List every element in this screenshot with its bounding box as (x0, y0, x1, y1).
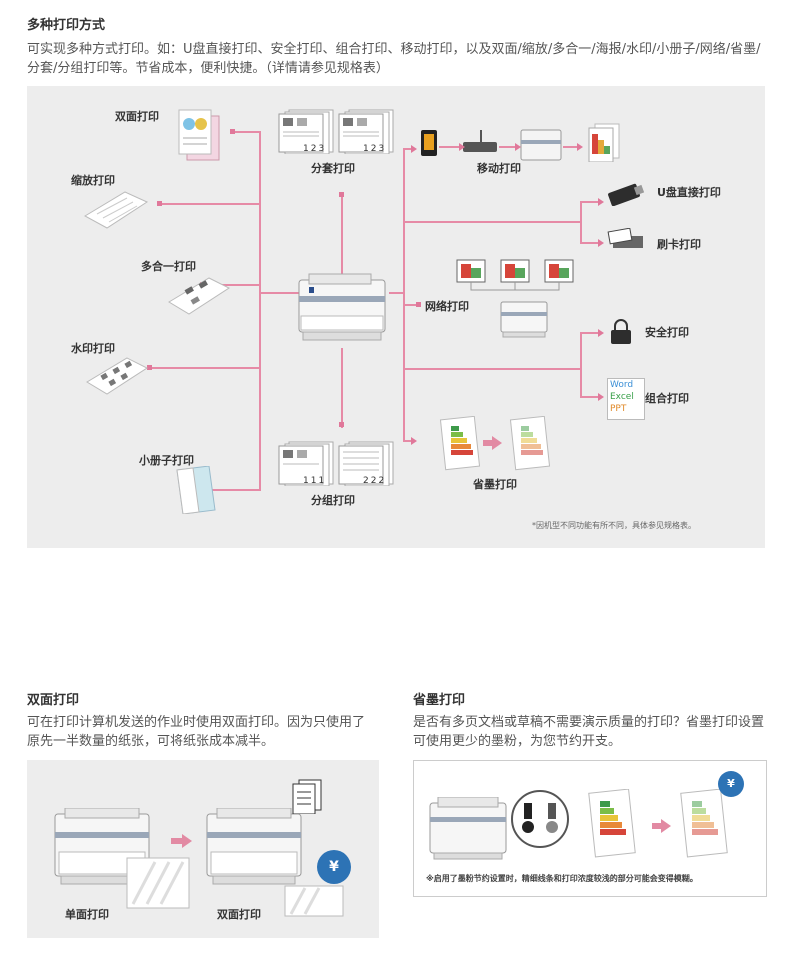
toner-cartridge-zoom-icon (510, 789, 570, 849)
label-mobile: 移动打印 (477, 160, 521, 176)
duplex-printer-icon (205, 808, 305, 888)
booklet-icon (175, 466, 217, 514)
toner-after-chart-icon (680, 789, 728, 859)
label-zoom: 缩放打印 (71, 172, 115, 188)
multi-doc-icon (165, 274, 233, 318)
group-page-numbers-b: 222 (363, 476, 386, 486)
mobile-output-docs-icon (587, 122, 621, 162)
print-modes-diagram: 双面打印 缩放打印 多合一打印 水印打印 小册子打印 (27, 86, 765, 548)
section-desc-duplex: 可在打印计算机发送的作业时使用双面打印。因为只使用了原先一半数量的纸张，可将纸张… (27, 713, 377, 751)
toner-before-doc-icon (437, 416, 481, 472)
label-toner: 省墨打印 (473, 476, 517, 492)
combo-apps-box: Word Excel PPT (607, 378, 645, 420)
toner-before-chart-icon (588, 789, 636, 859)
section-title-toner: 省墨打印 (413, 689, 465, 708)
label-multi: 多合一打印 (141, 258, 196, 274)
duplex-illustration: ¥ 单面打印 双面打印 (27, 760, 379, 938)
group-page-numbers-a: 111 (303, 476, 326, 486)
usb-drive-icon (607, 180, 647, 206)
central-printer-icon (295, 272, 391, 344)
toner-savings-badge-icon: ¥ (718, 771, 744, 797)
collate-page-numbers-b: 123 (363, 144, 386, 154)
label-duplex: 双面打印 (115, 108, 159, 124)
watermark-doc-icon (83, 354, 151, 398)
combo-ppt: PPT (610, 403, 644, 415)
label-single-side: 单面打印 (65, 906, 109, 922)
single-side-paper-stack-icon (125, 854, 191, 910)
combo-excel: Excel (610, 391, 644, 403)
duplex-paper-stack-icon (283, 884, 345, 918)
diagram-footnote: *因机型不同功能有所不同，具体参见规格表。 (532, 520, 696, 531)
label-network: 网络打印 (425, 298, 469, 314)
label-usb: U盘直接打印 (657, 184, 721, 200)
duplex-docs-icon (289, 778, 325, 814)
section-desc-print-modes: 可实现多种方式打印。如：U盘直接打印、安全打印、组合打印、移动打印，以及双面/缩… (27, 40, 772, 78)
label-group: 分组打印 (311, 492, 355, 508)
label-card: 刷卡打印 (657, 236, 701, 252)
duplex-doc-icon (177, 108, 225, 164)
collate-page-numbers-a: 123 (303, 144, 326, 154)
label-secure: 安全打印 (645, 324, 689, 340)
toner-footnote: ※启用了墨粉节约设置时，精细线条和打印浓度较浅的部分可能会变得模糊。 (426, 873, 698, 884)
label-double-side: 双面打印 (217, 906, 261, 922)
toner-illustration: ¥ ※启用了墨粉节约设置时，精细线条和打印浓度较浅的部分可能会变得模糊。 (413, 760, 767, 897)
label-combo: 组合打印 (645, 390, 689, 406)
duplex-savings-badge-icon: ¥ (317, 850, 351, 884)
card-reader-icon (607, 228, 647, 252)
zoom-doc-icon (81, 190, 151, 230)
network-pcs-icon (455, 258, 575, 294)
section-title-print-modes: 多种打印方式 (27, 14, 105, 33)
secure-lock-icon (607, 318, 637, 346)
section-title-duplex: 双面打印 (27, 689, 79, 708)
section-desc-toner: 是否有多页文档或草稿不需要演示质量的打印？省墨打印设置可使用更少的墨粉，为您节约… (413, 713, 765, 751)
toner-printer-icon (428, 797, 508, 861)
toner-after-doc-icon (507, 416, 551, 472)
combo-word: Word (610, 379, 644, 391)
label-collate: 分套打印 (311, 160, 355, 176)
network-printer-icon (497, 296, 551, 338)
